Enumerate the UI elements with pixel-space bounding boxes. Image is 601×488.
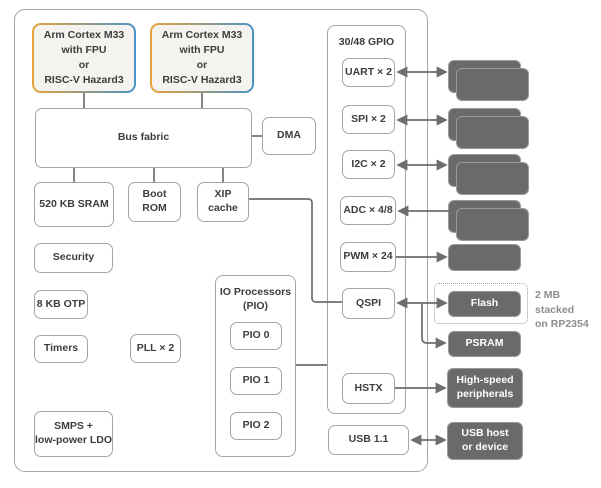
xip-cache-block: XIP cache bbox=[197, 182, 249, 222]
smps-ldo-block: SMPS + low-power LDO bbox=[34, 411, 113, 457]
bus-fabric-block: Bus fabric bbox=[35, 108, 252, 168]
uart-block: UART × 2 bbox=[342, 58, 395, 87]
pwm-block: PWM × 24 bbox=[340, 242, 396, 272]
adc-block: ADC × 4/8 bbox=[340, 196, 396, 225]
adc-pins-stack-front bbox=[456, 208, 529, 241]
usb-host-device-block: USB host or device bbox=[447, 422, 523, 460]
cpu-core-1-block: Arm Cortex M33 with FPU or RISC-V Hazard… bbox=[150, 23, 254, 93]
hstx-block: HSTX bbox=[342, 373, 395, 404]
pio1-block: PIO 1 bbox=[230, 367, 282, 395]
spi-pins-stack-front bbox=[456, 116, 529, 149]
high-speed-peripherals-block: High-speed peripherals bbox=[447, 368, 523, 408]
pio2-block: PIO 2 bbox=[230, 412, 282, 440]
uart-pins-stack-front bbox=[456, 68, 529, 101]
pio-group-title: IO Processors (PIO) bbox=[219, 286, 292, 312]
otp-block: 8 KB OTP bbox=[34, 290, 88, 319]
pwm-pins-block bbox=[448, 244, 521, 271]
dma-block: DMA bbox=[262, 117, 316, 155]
spi-block: SPI × 2 bbox=[342, 105, 395, 134]
sram-block: 520 KB SRAM bbox=[34, 182, 114, 227]
gpio-group-title: 30/48 GPIO bbox=[338, 36, 395, 48]
flash-stacked-note: 2 MB stacked on RP2354 bbox=[535, 289, 589, 331]
usb-block: USB 1.1 bbox=[328, 425, 409, 455]
boot-rom-block: Boot ROM bbox=[128, 182, 181, 222]
psram-block: PSRAM bbox=[448, 331, 521, 357]
pio0-block: PIO 0 bbox=[230, 322, 282, 350]
timers-block: Timers bbox=[34, 335, 88, 363]
security-block: Security bbox=[34, 243, 113, 273]
qspi-block: QSPI bbox=[342, 288, 395, 319]
pll-block: PLL × 2 bbox=[130, 334, 181, 363]
i2c-pins-stack-front bbox=[456, 162, 529, 195]
cpu-core-0-block: Arm Cortex M33 with FPU or RISC-V Hazard… bbox=[32, 23, 136, 93]
flash-block: Flash bbox=[448, 291, 521, 317]
i2c-block: I2C × 2 bbox=[342, 150, 395, 179]
